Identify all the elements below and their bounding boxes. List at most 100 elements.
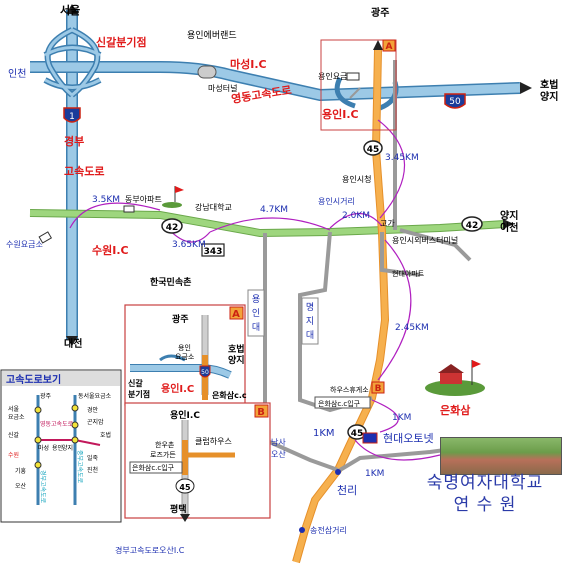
route-50-shield: 50: [444, 93, 466, 109]
svg-text:중부고속도로: 중부고속도로: [76, 450, 84, 484]
label-yongin-city-hall: 용인시청: [342, 174, 371, 184]
label-dongbu-apt: 동부아파트: [125, 194, 162, 204]
route-1-shield: 1: [63, 107, 81, 123]
svg-text:대: 대: [252, 322, 260, 333]
svg-text:대: 대: [306, 330, 314, 341]
label-suwon-toll: 수원요금소: [6, 240, 43, 249]
svg-text:경안: 경안: [87, 406, 99, 414]
yongin-toll-icon: [346, 72, 360, 81]
svg-text:양지: 양지: [62, 444, 73, 452]
label-seoul: 서울: [60, 3, 80, 17]
dongbu-apt-icon: [123, 205, 135, 213]
svg-text:곤지암: 곤지암: [87, 418, 104, 426]
campus-subtitle: 연 수 원: [453, 495, 517, 515]
label-osan: 오산: [271, 449, 286, 459]
svg-text:광주: 광주: [40, 393, 52, 400]
svg-text:용인I.C: 용인I.C: [170, 410, 200, 421]
label-yangji: 양지: [540, 90, 558, 103]
label-osan-ic: 경부고속도로오산I.C: [115, 545, 185, 555]
route-343-shield: 343: [201, 243, 225, 257]
sookmyung-campus-label: 숙명여자대학교 연 수 원: [410, 472, 560, 516]
svg-text:1: 1: [69, 112, 75, 122]
suwon-toll-icon: [38, 231, 53, 244]
svg-text:동서울요금소: 동서울요금소: [78, 392, 112, 400]
label-incheon: 인천: [8, 68, 26, 80]
svg-text:분기점: 분기점: [128, 389, 150, 399]
svg-text:용: 용: [252, 294, 260, 305]
svg-text:양지: 양지: [228, 354, 245, 366]
dist-4-7: 4.7KM: [260, 205, 288, 215]
label-yongin-toll: 용인요금소: [318, 71, 355, 81]
dist-1km-b: 1KM: [313, 428, 335, 439]
svg-text:클럽하우스: 클럽하우스: [195, 436, 232, 446]
svg-text:광주: 광주: [172, 313, 189, 325]
golf-course-icon: [425, 360, 485, 396]
svg-text:A: A: [232, 309, 240, 320]
svg-text:호법: 호법: [100, 431, 111, 439]
svg-text:인: 인: [252, 308, 260, 319]
svg-text:평택: 평택: [170, 503, 187, 515]
route-45-shield-b: 45: [347, 424, 367, 440]
svg-text:A: A: [386, 42, 393, 52]
svg-text:45: 45: [367, 145, 380, 155]
songjeon-marker: [299, 527, 305, 533]
svg-text:명: 명: [306, 302, 314, 313]
svg-text:용인: 용인: [178, 343, 191, 352]
label-yongin-ic: 용인I.C: [322, 107, 359, 121]
campus-photo: [440, 437, 562, 475]
route-42-road: [29, 209, 514, 238]
inset-b: B 용인I.C 클럽하우스 한우촌 로즈가든 은화삼c.c입구 45 평택: [124, 402, 271, 522]
label-hobeop: 호법: [540, 78, 558, 91]
label-hyundai-auto: 현대오토넷: [383, 432, 434, 445]
label-yongin-terminal: 용인시외버스터미널: [392, 235, 458, 245]
dist-3-45: 3.45KM: [385, 153, 419, 163]
svg-text:용인: 용인: [52, 445, 63, 452]
label-masung-ic: 마성I.C: [230, 57, 267, 71]
svg-text:42: 42: [466, 221, 479, 231]
label-hausu: 하우스휴게소: [330, 385, 369, 394]
svg-text:343: 343: [204, 247, 223, 257]
label-everland: 용인에버랜드: [187, 30, 237, 41]
dist-1km-c: 1KM: [365, 469, 384, 479]
svg-text:B: B: [257, 407, 265, 418]
label-gyeongbu-1: 경부: [64, 134, 84, 148]
label-gyeongbu-2: 고속도로: [64, 165, 104, 178]
dist-2-45: 2.45KM: [395, 323, 429, 333]
label-namsa: 남사: [271, 438, 286, 447]
label-hyundai-apt: 현대아파트: [392, 269, 425, 278]
svg-text:영동고속도로: 영동고속도로: [40, 420, 74, 428]
label-cheonli: 천리: [337, 483, 357, 497]
dist-3-5: 3.5KM: [92, 195, 120, 205]
svg-text:오산: 오산: [15, 482, 27, 490]
svg-text:45: 45: [351, 429, 364, 439]
label-folk-village: 한국민속촌: [150, 276, 191, 288]
svg-text:경부고속도로: 경부고속도로: [39, 470, 47, 504]
distance-arcs: [69, 119, 441, 461]
campus-name: 숙명여자대학교: [426, 473, 544, 493]
label-singal: 신갈분기점: [96, 35, 147, 49]
svg-text:45: 45: [179, 483, 191, 492]
label-gangnam-univ: 강남대학교: [195, 202, 232, 212]
highway-legend: 고속도로보기 광주 동서울요금소 서울 요금소 신갈 수원 기흥 오산 영동고속…: [0, 369, 122, 523]
svg-text:은화삼c.c입구: 은화삼c.c입구: [132, 463, 175, 472]
svg-text:용인I.C: 용인I.C: [161, 382, 194, 395]
label-yangji2: 양지: [500, 209, 518, 222]
svg-text:고속도로보기: 고속도로보기: [6, 373, 61, 386]
svg-text:서울: 서울: [8, 405, 20, 413]
svg-text:수원: 수원: [8, 451, 19, 459]
dist-3-65: 3.65KM: [172, 240, 206, 250]
label-yongin-dae: 용 인 대: [247, 289, 265, 337]
cheonli-marker: [335, 469, 341, 475]
label-gaga: 고가: [380, 219, 395, 228]
badge-b-main[interactable]: [371, 381, 385, 394]
label-icheon: 이천: [500, 221, 518, 234]
badge-a-main[interactable]: [382, 39, 396, 52]
route-42-shield-b: 42: [461, 216, 483, 232]
region-a-box: [320, 39, 397, 131]
svg-text:신갈: 신갈: [8, 431, 20, 439]
svg-text:요금소: 요금소: [8, 414, 25, 421]
inset-a: A 광주 용인 요금소 호법 양지 신갈 분기점 용인I.C 은화삼c.c 50: [124, 304, 247, 406]
label-gwangju: 광주: [371, 7, 389, 19]
label-suwon-ic: 수원I.C: [92, 243, 129, 257]
